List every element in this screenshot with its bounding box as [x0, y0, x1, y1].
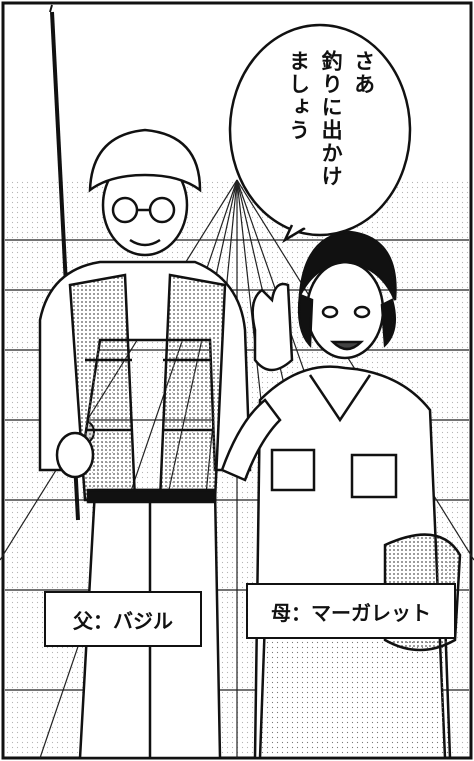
caption-mother-margaret: 母：マーガレット — [246, 583, 456, 639]
speech-line-2: 釣りに出かけ — [319, 50, 344, 188]
speech-line-1: さあ — [351, 50, 376, 96]
mother-margaret-figure — [220, 230, 462, 760]
speech-line-3: ましょう — [286, 50, 311, 142]
speech-bubble — [228, 23, 412, 244]
caption-father-basil: 父：バジル — [44, 591, 202, 647]
speech-bubble-text: さあ 釣りに出かけ ましょう — [282, 50, 380, 210]
